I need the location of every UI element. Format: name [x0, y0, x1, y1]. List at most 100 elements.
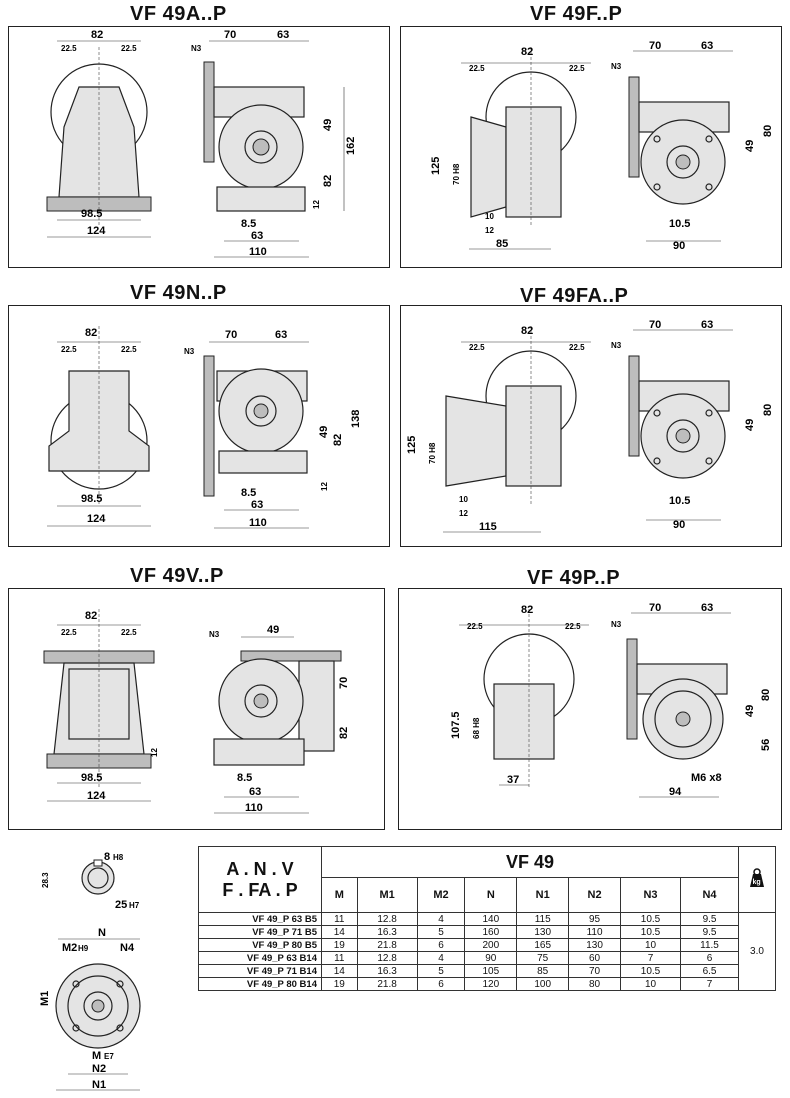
dim-68-h8: 68 H8	[472, 717, 481, 739]
dim-22-5-left: 22.5	[467, 622, 483, 631]
column-header-n1: N1	[516, 877, 570, 913]
dim-n1: N1	[92, 1079, 106, 1091]
dim-22-5-right: 22.5	[121, 628, 137, 637]
dim-8-5: 8.5	[237, 772, 252, 784]
drawing-vf49p: 22.5 82 22.5 107.5 68 H8 37 N3 70 63 49 …	[450, 602, 772, 798]
shaft-flange-detail: 8 H8 28.3 25 H7 N M2 H9 N4 M1 M E7 N2 N1	[40, 851, 141, 1091]
dim-82: 82	[91, 29, 103, 41]
cell-m1: 21.8	[356, 977, 418, 991]
dim-8-5: 8.5	[241, 487, 256, 499]
panel-title-vf49v: VF 49V..P	[130, 565, 224, 587]
row-label: VF 49_P 80 B5	[198, 938, 322, 952]
dim-12: 12	[312, 200, 321, 209]
cell-n1: 130	[516, 925, 570, 939]
drawing-vf49n: 82 22.5 22.5 98.5 124 N3 70 63 49 82 138…	[47, 326, 362, 529]
dim-82: 82	[521, 46, 533, 58]
dim-e7: E7	[104, 1052, 114, 1061]
drawing-vf49fa: 22.5 82 22.5 125 70 H8 10 12 115 N3 70 6…	[406, 319, 774, 533]
cell-m2: 5	[416, 964, 466, 978]
dim-82: 82	[521, 325, 533, 337]
cell-m1: 16.3	[356, 964, 418, 978]
cell-n4: 7	[680, 977, 739, 991]
cell-n3: 10.5	[619, 925, 682, 939]
cell-n4: 6	[680, 951, 739, 965]
cell-n2: 60	[568, 951, 621, 965]
kg-weight-icon: kg	[750, 868, 764, 887]
weight-value: 3.0	[738, 912, 776, 991]
dim-90: 90	[673, 519, 685, 531]
dim-125: 125	[430, 157, 442, 175]
cell-n3: 10	[619, 938, 682, 952]
cell-n: 160	[464, 925, 518, 939]
weight-header: kg	[738, 846, 776, 913]
dim-110: 110	[249, 517, 267, 529]
panel-vf49n: 82 22.5 22.5 98.5 124 N3 70 63 49 82 138…	[8, 305, 390, 547]
dim-49: 49	[322, 119, 334, 131]
panel-vf49a: 82 22.5 22.5 98.5 124 N3 70 63 49 162 82…	[8, 26, 390, 268]
cell-m2: 6	[416, 977, 466, 991]
dim-82-vertical: 82	[322, 175, 334, 187]
dim-85: 85	[496, 238, 508, 250]
dim-63: 63	[701, 319, 713, 331]
dim-49: 49	[744, 419, 756, 431]
panel-vf49fa: 22.5 82 22.5 125 70 H8 10 12 115 N3 70 6…	[400, 305, 782, 547]
dim-98-5: 98.5	[81, 493, 102, 505]
panel-title-vf49n: VF 49N..P	[130, 282, 227, 304]
dim-70: 70	[224, 29, 236, 41]
dim-63-bottom: 63	[251, 230, 263, 242]
dim-n3: N3	[191, 44, 202, 53]
cell-n4: 11.5	[680, 938, 739, 952]
shaft-keyway	[81, 861, 115, 895]
dim-63-bottom: 63	[251, 499, 263, 511]
flange-f	[470, 116, 507, 218]
dim-115: 115	[479, 521, 497, 533]
cell-m2: 4	[416, 951, 466, 965]
cell-m: 14	[321, 925, 358, 939]
dim-82-vertical: 82	[338, 727, 350, 739]
hollow-shaft	[252, 138, 270, 156]
dim-70-h8: 70 H8	[452, 163, 461, 185]
cell-n: 200	[464, 938, 518, 952]
row-label: VF 49_P 71 B14	[198, 964, 322, 978]
panel-title-vf49p: VF 49P..P	[527, 567, 621, 589]
dim-49: 49	[744, 140, 756, 152]
dim-m1: M1	[40, 991, 51, 1006]
cell-n3: 7	[619, 951, 682, 965]
dim-80: 80	[760, 689, 772, 701]
dim-63: 63	[277, 29, 289, 41]
dim-12: 12	[459, 509, 468, 518]
dim-63: 63	[275, 329, 287, 341]
dim-107-5: 107.5	[450, 711, 462, 739]
dim-n4: N4	[120, 942, 135, 954]
dim-h9: H9	[78, 944, 89, 953]
column-header-n4: N4	[680, 877, 739, 913]
panel-title-vf49f: VF 49F..P	[530, 3, 623, 25]
panel-vf49p: 22.5 82 22.5 107.5 68 H8 37 N3 70 63 49 …	[398, 588, 782, 830]
cell-m: 14	[321, 964, 358, 978]
series-line1: A . N . V	[226, 858, 294, 879]
dim-82: 82	[85, 610, 97, 622]
cell-m2: 6	[416, 938, 466, 952]
cell-m1: 21.8	[356, 938, 418, 952]
row-label: VF 49_P 63 B5	[198, 912, 322, 926]
cell-n2: 110	[568, 925, 621, 939]
dim-n2: N2	[92, 1063, 106, 1075]
cell-m: 19	[321, 977, 358, 991]
table-series-header: A . N . V F . FA . P	[198, 846, 322, 913]
dim-22-5-left: 22.5	[469, 343, 485, 352]
cell-n1: 85	[516, 964, 570, 978]
dim-70: 70	[225, 329, 237, 341]
cell-n2: 70	[568, 964, 621, 978]
cell-m1: 12.8	[356, 951, 418, 965]
dim-56: 56	[760, 739, 772, 751]
dim-22-5-right: 22.5	[565, 622, 581, 631]
cell-n3: 10.5	[619, 912, 682, 926]
cell-n: 140	[464, 912, 518, 926]
dim-63: 63	[701, 40, 713, 52]
dim-m: M	[92, 1050, 101, 1062]
